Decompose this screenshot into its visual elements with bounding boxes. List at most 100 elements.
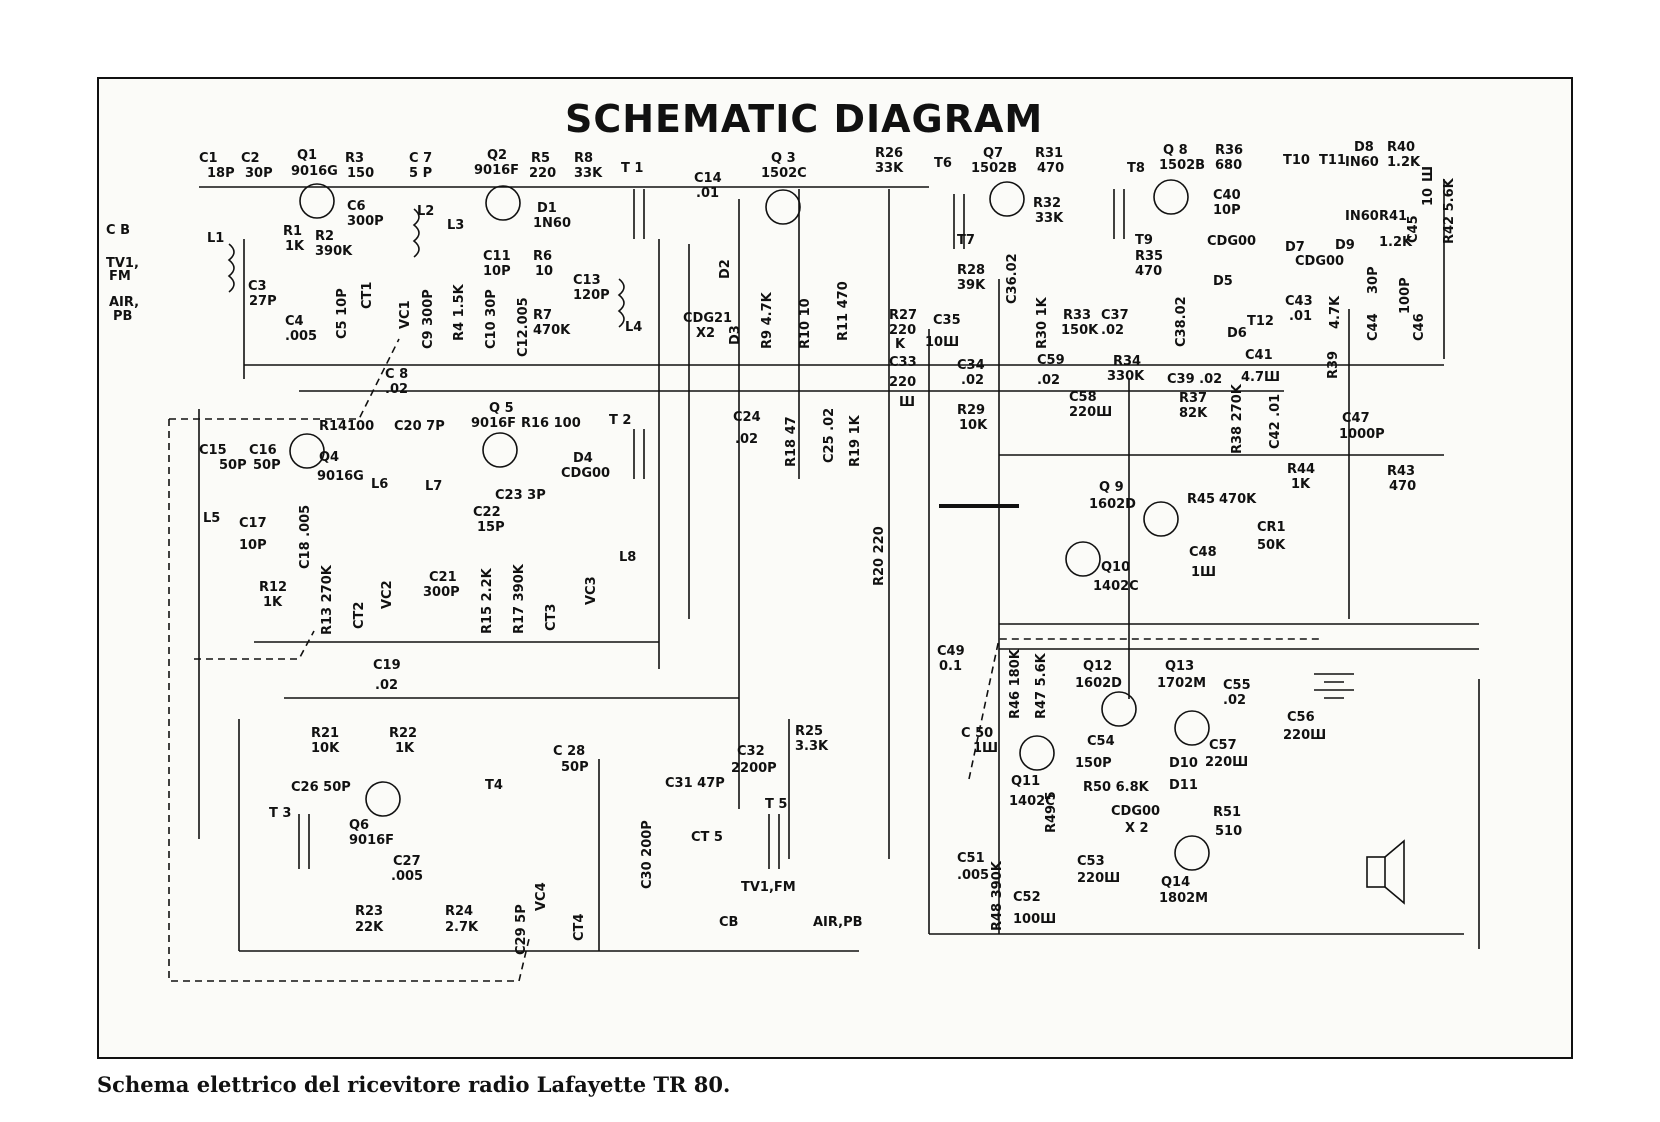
label-q3: Q 3	[771, 151, 796, 166]
label-c52: C52	[1013, 890, 1041, 905]
label-d4-value: CDG00	[561, 466, 610, 481]
label-c16: C16	[249, 443, 277, 458]
label-d5: D5	[1213, 274, 1233, 289]
label-c40: C40	[1213, 188, 1241, 203]
label-r41: R41	[1379, 209, 1407, 224]
label-r8: R8	[574, 151, 593, 166]
label-r9: R9 4.7K	[760, 291, 775, 349]
label-air: AIR,	[109, 295, 139, 310]
label-q5: Q 5	[489, 401, 514, 416]
label-c22-value: 15P	[477, 520, 505, 535]
label-c15-value: 50P	[219, 458, 247, 473]
label-c19-value: .02	[375, 678, 398, 693]
label-r36-value: 680	[1215, 158, 1242, 173]
label-c27-value: .005	[391, 869, 423, 884]
label-q6: Q6	[349, 818, 369, 833]
label-r5: R5	[531, 151, 550, 166]
label-c49-value: 0.1	[939, 659, 962, 674]
label-r31-value: 470	[1037, 161, 1064, 176]
label-c4-value: .005	[285, 329, 317, 344]
label-airpb: AIR,PB	[813, 915, 863, 930]
label-r3: R3	[345, 151, 364, 166]
label-r14-value: 100	[347, 419, 374, 434]
label-t11: T11	[1319, 153, 1346, 168]
label-r29: R29	[957, 403, 985, 418]
label-d6: D6	[1227, 326, 1247, 341]
label-c47: C47	[1342, 411, 1370, 426]
label-c43-value: .01	[1289, 309, 1312, 324]
label-c24: C24	[733, 410, 761, 425]
label-r33: R33	[1063, 308, 1091, 323]
label-in60b: IN60	[1345, 209, 1379, 224]
label-c37: C37	[1101, 308, 1129, 323]
label-c26: C26 50P	[291, 780, 351, 795]
label-c50: C 50	[961, 726, 993, 741]
label-r45: R45	[1187, 492, 1215, 507]
label-r35-value: 470	[1135, 264, 1162, 279]
label-ct2: CT2	[352, 602, 367, 629]
label-c40-value: 10P	[1213, 203, 1241, 218]
label-c3-value: 27P	[249, 294, 277, 309]
label-c59: C59	[1037, 353, 1065, 368]
label-r13: R13 270K	[320, 564, 335, 635]
label-q3-value: 1502C	[761, 166, 807, 181]
label-q13: Q13	[1165, 659, 1194, 674]
label-c16-value: 50P	[253, 458, 281, 473]
schematic-diagram: SCHEMATIC DIAGRAM	[106, 97, 1480, 982]
label-c1-value: 18P	[207, 166, 235, 181]
label-r49: R49 5	[1044, 791, 1059, 833]
label-t7: T7	[957, 233, 975, 248]
label-cdg00c: CDG00	[1111, 804, 1160, 819]
label-c29: C29 5P	[514, 904, 529, 955]
label-r45-value: 470K	[1219, 492, 1257, 507]
label-c22: C22	[473, 505, 501, 520]
label-r2: R2	[315, 229, 334, 244]
label-r44: R44	[1287, 462, 1315, 477]
label-c33-value: 220	[889, 375, 916, 390]
label-c2: C2	[241, 151, 260, 166]
label-cdg00a: CDG00	[1207, 234, 1256, 249]
label-r8-value: 33K	[574, 166, 603, 181]
label-c9: C9 300P	[421, 289, 436, 349]
label-c45-unit: Ш	[1421, 166, 1436, 182]
label-q4-value: 9016G	[317, 469, 364, 484]
label-c14: C14	[694, 171, 722, 186]
label-r50: R50 6.8K	[1083, 780, 1150, 795]
label-c14-value: .01	[696, 186, 719, 201]
figure-caption: Schema elettrico del ricevitore radio La…	[97, 1072, 731, 1097]
label-r4: R4 1.5K	[452, 283, 467, 341]
label-cr1: CR1	[1257, 520, 1286, 535]
label-q9: Q 9	[1099, 480, 1124, 495]
label-d8-value: IN60	[1345, 155, 1379, 170]
label-r31: R31	[1035, 146, 1063, 161]
label-c6-value: 300P	[347, 214, 384, 229]
label-c59-value: .02	[1037, 373, 1060, 388]
label-q12: Q12	[1083, 659, 1112, 674]
label-cbb: CB	[719, 915, 738, 930]
label-r19: R19 1K	[848, 414, 863, 467]
label-r21: R21	[311, 726, 339, 741]
label-r27-k: K	[895, 337, 906, 352]
label-c36: C36.02	[1005, 253, 1020, 304]
label-c35-value: 10Ш	[925, 335, 959, 350]
label-l5: L5	[203, 511, 220, 526]
label-t4: T4	[485, 778, 503, 793]
label-c11-value: 10P	[483, 264, 511, 279]
label-r16: R16 100	[521, 416, 581, 431]
label-r22-value: 1K	[395, 741, 415, 756]
label-r46: R46 180K	[1008, 648, 1023, 719]
label-l6: L6	[371, 477, 388, 492]
label-r34: R34	[1113, 354, 1141, 369]
label-c43: C43	[1285, 294, 1313, 309]
label-c18: C18 .005	[298, 505, 313, 569]
label-r27-value: 220	[889, 323, 916, 338]
label-r24: R24	[445, 904, 473, 919]
label-r27: R27	[889, 308, 917, 323]
label-r39: R39	[1326, 351, 1341, 379]
label-c41: C41	[1245, 348, 1273, 363]
label-c35: C35	[933, 313, 961, 328]
label-c27: C27	[393, 854, 421, 869]
label-q10: Q10	[1101, 560, 1130, 575]
label-r2-value: 390K	[315, 244, 353, 259]
label-r23-value: 22K	[355, 920, 384, 935]
